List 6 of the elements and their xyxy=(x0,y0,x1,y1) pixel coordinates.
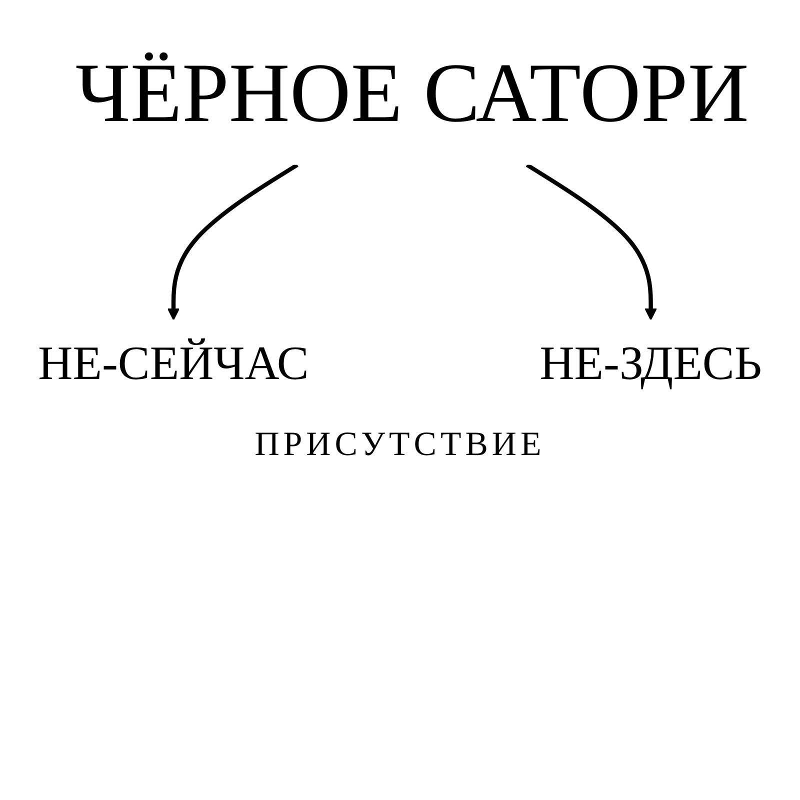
node-text: НЕ-СЕЙЧАС xyxy=(38,338,309,390)
free-text-label: ПРИСУТСТВИЕ xyxy=(254,426,546,464)
node-text: НЕ-ЗДЕСЬ xyxy=(540,338,762,390)
arrow xyxy=(526,163,657,320)
arrow xyxy=(167,163,298,320)
node-text: ЧЁРНОЕ САТОРИ xyxy=(75,46,749,140)
